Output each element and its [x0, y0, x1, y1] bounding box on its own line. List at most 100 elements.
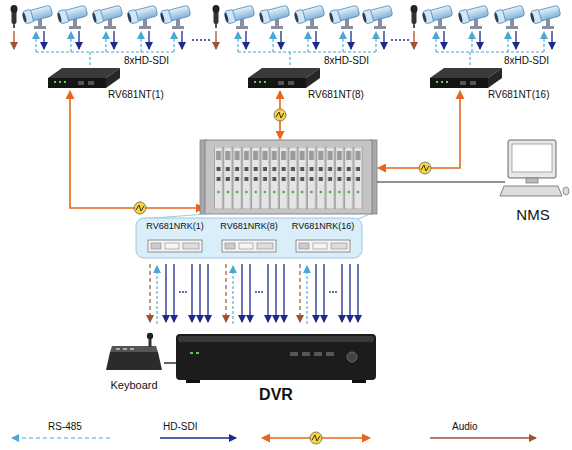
legend-text: Audio — [452, 421, 478, 433]
ellipsis-dots — [196, 39, 198, 41]
rs485-arrow — [36, 51, 174, 52]
audio-arrow — [150, 264, 300, 322]
device-name: RV681NT(16) — [488, 89, 550, 101]
computer-icon — [500, 140, 569, 196]
rs485-arrow — [70, 32, 71, 52]
audio-arrow — [14, 31, 414, 49]
dvr-device — [196, 352, 199, 354]
ellipsis-dots — [208, 39, 210, 41]
hd-sdi-arrow — [249, 264, 250, 322]
camera-icon — [258, 4, 290, 29]
dvr-device — [176, 334, 376, 383]
hd-sdi-arrow — [191, 264, 192, 322]
hd-sdi-arrow — [199, 264, 200, 322]
rs485-arrow — [272, 32, 273, 52]
fiber-icon — [419, 162, 431, 174]
camera-icon — [159, 4, 191, 29]
ellipsis-dots — [395, 39, 397, 41]
transmitter-device — [48, 68, 502, 88]
hd-sdi-arrow — [280, 31, 281, 49]
ellipsis-dots — [185, 291, 187, 293]
hd-sdi-arrow — [148, 31, 149, 49]
computer-icon — [508, 140, 556, 178]
microphone-icon — [213, 5, 220, 28]
ellipsis-dots — [192, 39, 194, 41]
ellipsis-dots — [255, 291, 257, 293]
dvr-device — [186, 380, 200, 383]
hd-sdi-arrow — [443, 31, 444, 49]
rs485-arrow — [140, 32, 141, 52]
rs485-arrow — [307, 32, 308, 52]
rs485-arrow — [435, 32, 436, 52]
keyboard-icon — [106, 352, 162, 370]
ellipsis-dots — [200, 39, 202, 41]
receiver-card-icon — [148, 240, 350, 252]
legend-sample — [310, 432, 322, 444]
device-name: RV681NT(1) — [108, 89, 164, 101]
callout-band — [136, 218, 362, 258]
device-name: RV681NT(8) — [308, 89, 364, 101]
ellipsis-dots — [329, 291, 331, 293]
rs485-arrow — [289, 52, 290, 67]
hd-sdi-arrow — [383, 31, 384, 49]
audio-arrow — [149, 264, 150, 322]
rs485-arrow — [89, 52, 90, 67]
nms-cable — [377, 182, 505, 183]
ellipsis-dots — [399, 39, 401, 41]
camera-icon — [328, 4, 360, 29]
camera-icon — [493, 4, 525, 29]
audio-arrow — [215, 31, 216, 49]
rs485-arrow — [471, 32, 472, 52]
hd-sdi-arrow — [44, 31, 552, 49]
hd-sdi-arrow — [173, 264, 174, 322]
microphone-icon — [11, 5, 18, 28]
receiver-card: RV681NRK(8) — [214, 221, 284, 253]
hd-sdi-arrow — [181, 31, 182, 49]
device-name: RV681NRK(1) — [146, 221, 203, 232]
device-name: DVR — [259, 385, 293, 404]
rs485-arrow — [36, 32, 544, 67]
hd-sdi-arrow — [341, 264, 342, 322]
hd-sdi-arrow — [283, 264, 284, 322]
rs485-arrow — [306, 266, 307, 324]
ellipsis-dots — [258, 291, 260, 293]
computer-icon — [512, 144, 552, 172]
legend-sample — [12, 437, 110, 438]
receiver-card-icon — [222, 240, 276, 252]
rack-chassis — [200, 140, 377, 214]
rs485-arrow — [35, 32, 36, 52]
keyboard-icon — [116, 348, 120, 350]
transmitter-unit: RV681NT(16) — [488, 89, 558, 102]
dvr-device — [326, 352, 334, 356]
receiver-card-icon — [296, 240, 350, 252]
hd-sdi-arrow — [315, 264, 316, 322]
ellipsis-dots — [391, 39, 393, 41]
ellipsis-dots — [179, 291, 181, 293]
rs485-arrow — [436, 51, 544, 52]
device-name: RV681NRK(16) — [292, 221, 354, 232]
hd-sdi-arrow — [551, 31, 552, 49]
rs485-arrow — [507, 32, 508, 52]
audio-arrow — [13, 31, 14, 49]
receiver-card-icon — [148, 240, 202, 252]
camera-icon — [457, 4, 489, 29]
signal-label: 8xHD-SDI — [324, 55, 369, 67]
fiber-icon — [134, 202, 146, 214]
camera-icon — [21, 4, 561, 29]
rs485-arrow — [173, 32, 174, 52]
keyboard-icon — [130, 348, 134, 350]
rs485-arrow — [105, 32, 106, 52]
microphone-icon — [11, 5, 418, 28]
computer-icon — [500, 186, 562, 196]
hd-sdi-arrow — [479, 31, 480, 49]
dvr-device — [176, 334, 376, 380]
hd-sdi-arrow — [78, 31, 79, 49]
hd-sdi-arrow — [350, 31, 351, 49]
cable-line — [164, 362, 176, 363]
hd-sdi-arrow — [207, 264, 208, 322]
camera-icon — [223, 4, 255, 29]
ellipsis-dots — [192, 39, 409, 41]
dvr-recorder: DVR — [176, 334, 376, 404]
